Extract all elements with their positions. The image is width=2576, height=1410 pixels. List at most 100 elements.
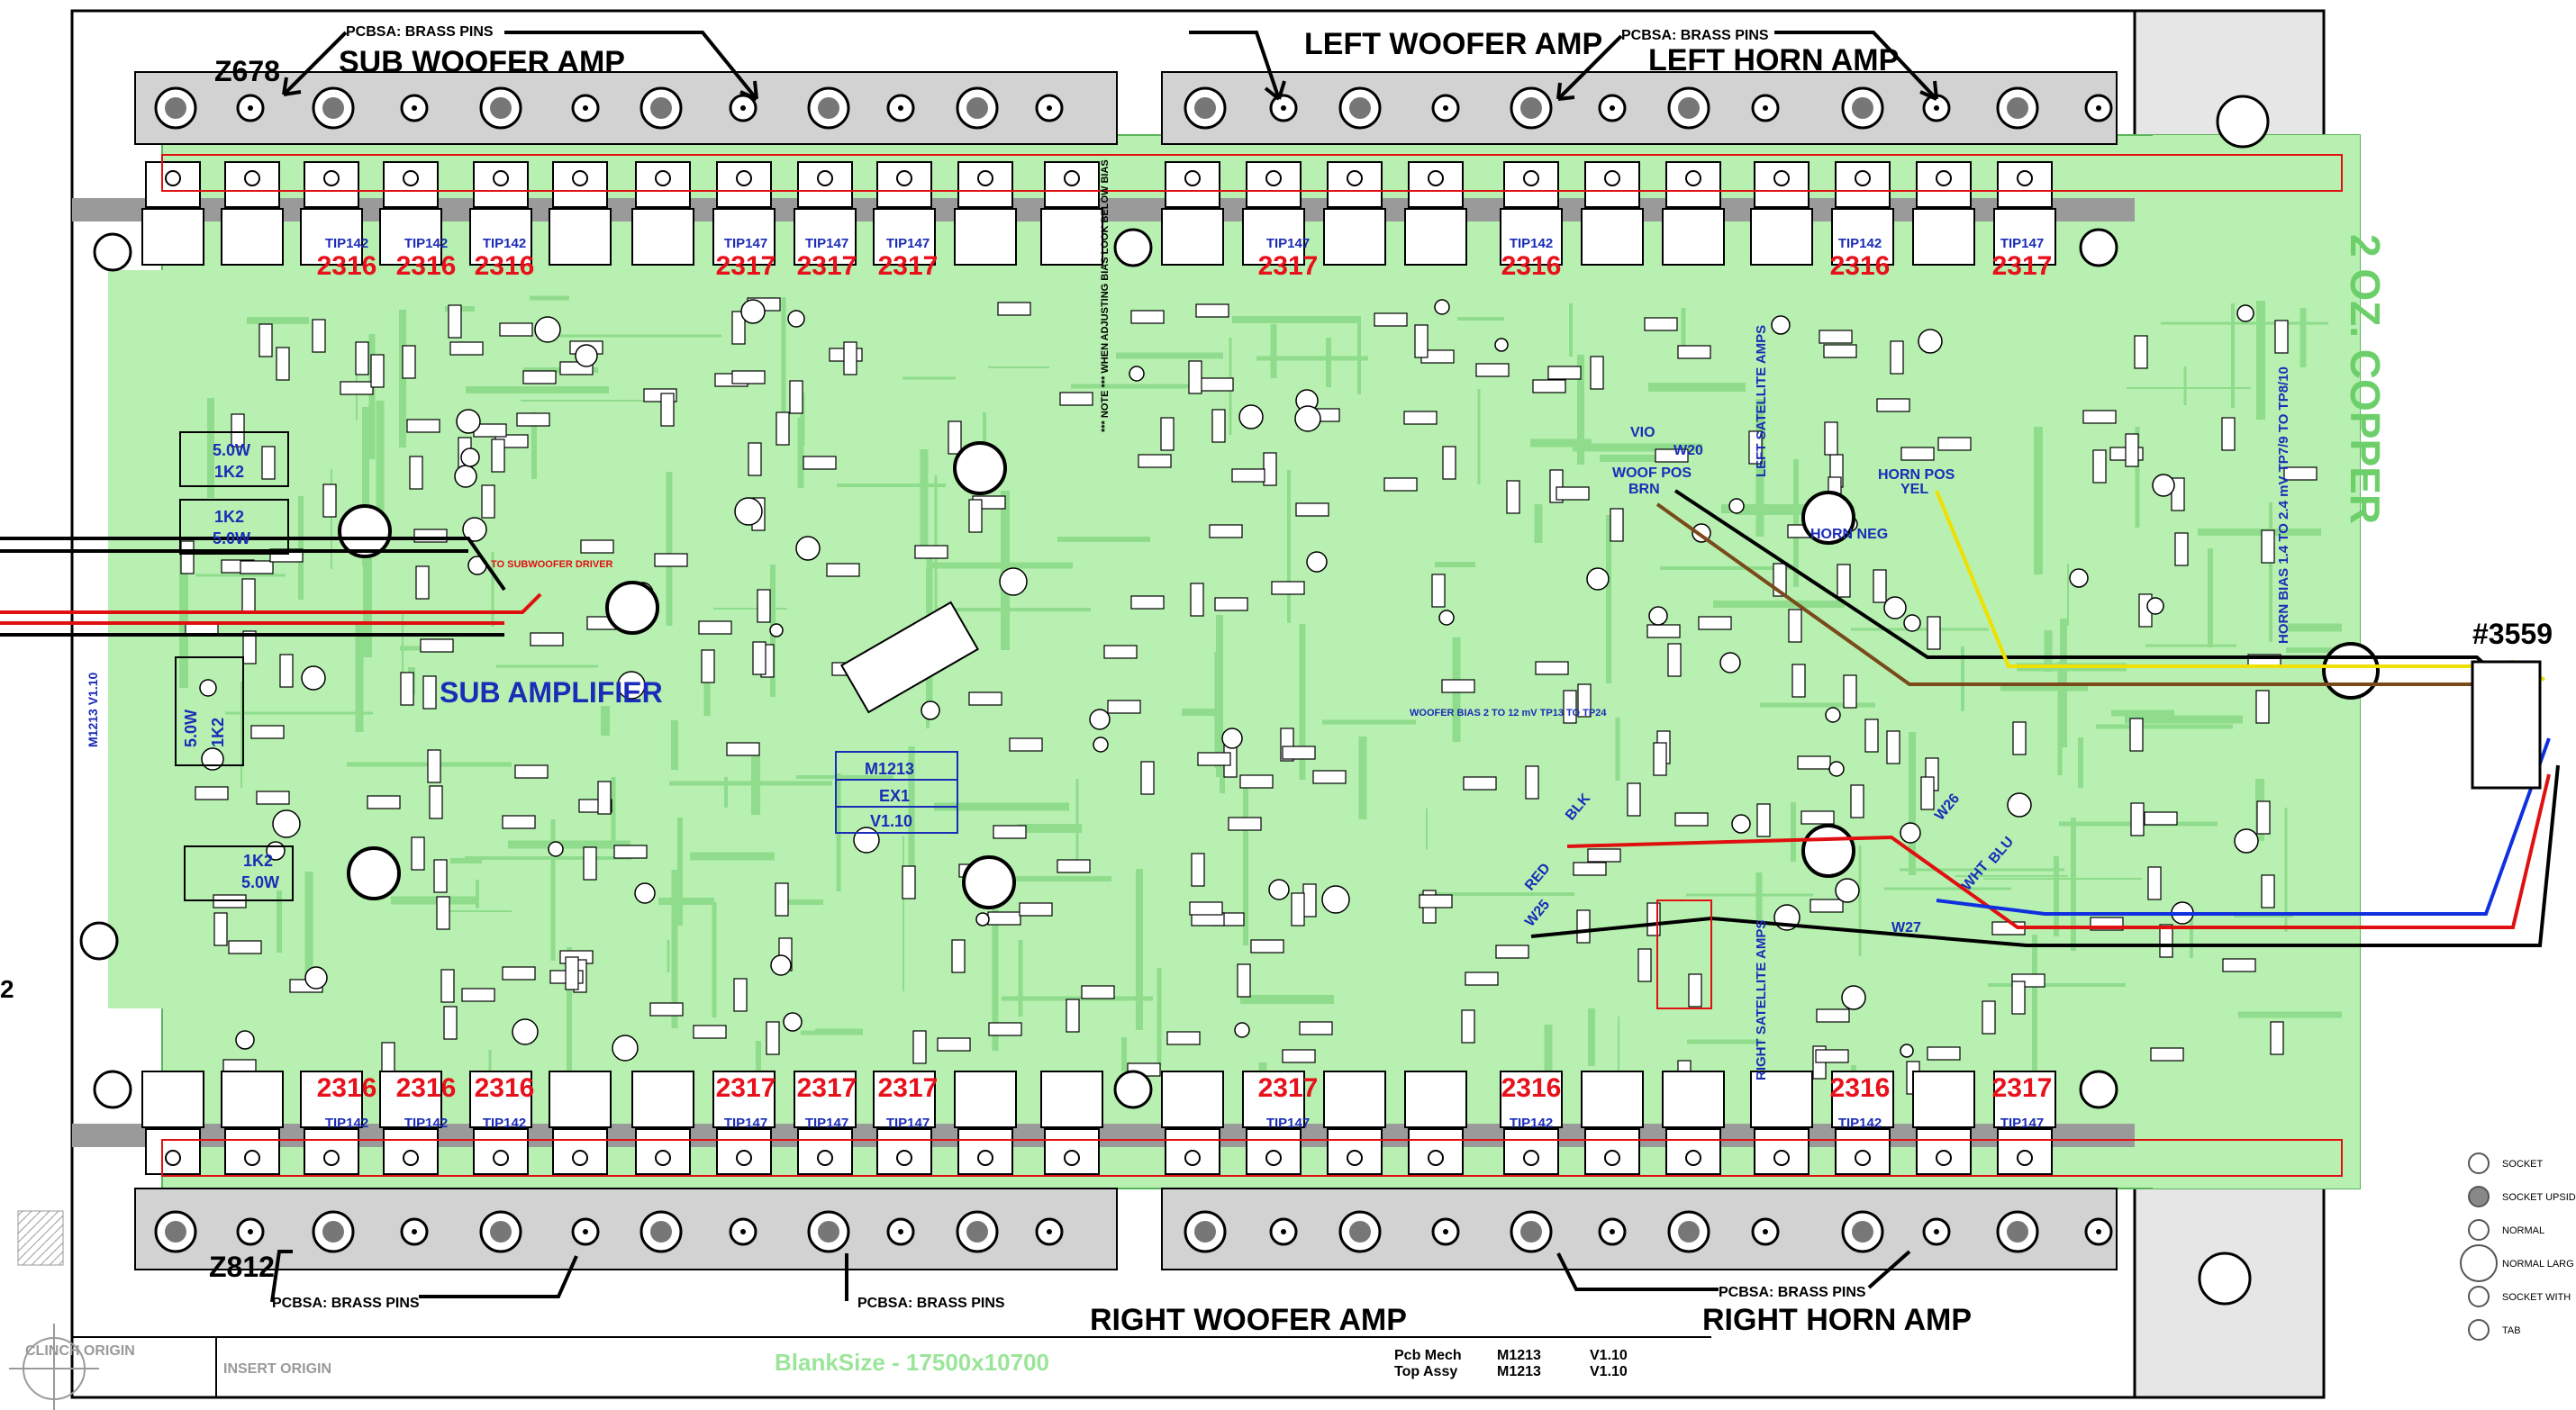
to220-transistor-bottom [631, 1071, 694, 1175]
legend-item: SOCKET [2468, 1152, 2544, 1174]
resistor-1-value: 1K2 [214, 463, 244, 481]
tip-label-bottom: TIP142 [1838, 1116, 1882, 1131]
screw-bottom [1751, 1217, 1780, 1246]
screw-bottom [312, 1210, 355, 1253]
part-number-bottom: 2317 [716, 1073, 776, 1103]
to220-transistor-top [1040, 161, 1103, 266]
to220-transistor-bottom [712, 1071, 776, 1175]
pcb-version: V1.10 [1590, 1348, 1628, 1363]
sub-woofer-amp-title: SUB WOOFER AMP [339, 45, 625, 79]
tip-label-top: TIP147 [724, 236, 767, 251]
woof-pos-label: WOOF POS [1612, 465, 1692, 481]
part-number-bottom: 2316 [1830, 1073, 1891, 1103]
tip-label-bottom: TIP147 [805, 1116, 848, 1131]
screw-bottom [956, 1210, 999, 1253]
to220-transistor-top [1242, 161, 1305, 266]
screw-top [956, 86, 999, 130]
screw-top [1269, 94, 1298, 122]
part-number-top: 2317 [797, 251, 857, 281]
wires [0, 489, 2560, 947]
screw-top [639, 86, 683, 130]
bias-note: *** NOTE *** WHEN ADJUSTING BIAS LOOK BE… [1100, 159, 1111, 432]
tip-label-top: TIP147 [886, 236, 930, 251]
red-outlines [161, 154, 2343, 1177]
tip-label-bottom: TIP142 [325, 1116, 368, 1131]
screw-bottom [1431, 1217, 1460, 1246]
pcbsa-arrows [270, 31, 1938, 1303]
screw-top [1184, 86, 1227, 130]
to220-transistor-bottom [1242, 1071, 1305, 1175]
part-number-bottom: 2316 [396, 1073, 457, 1103]
to220-transistor-top [1662, 161, 1725, 266]
to220-transistor-top [1750, 161, 1813, 266]
screw-bottom [1667, 1210, 1710, 1253]
to220-transistor-top [1581, 161, 1644, 266]
title-block: Pcb Mech Top Assy M1213 M1213 V1.10 V1.1… [9, 1210, 1711, 1410]
part-number-top: 2316 [1830, 251, 1891, 281]
legend-item: SOCKET UPSID [2468, 1186, 2576, 1207]
screw-top [1338, 86, 1382, 130]
resistor-4-watt: 5.0W [241, 873, 279, 891]
to220-transistor-top [954, 161, 1017, 266]
to220-transistor-bottom [873, 1071, 936, 1175]
to220-transistor-top [631, 161, 694, 266]
sub-amplifier-label: SUB AMPLIFIER [440, 676, 663, 709]
connector-ref: #3559 [2472, 618, 2553, 650]
to220-transistor-bottom [1500, 1071, 1563, 1175]
to220-transistor-bottom [469, 1071, 532, 1175]
part-number-top: 2316 [396, 251, 457, 281]
woofer-bias-label: WOOFER BIAS 2 TO 12 mV TP13 TO TP24 [1410, 708, 1607, 719]
tip-label-top: TIP142 [404, 236, 448, 251]
tip-label-top: TIP142 [1510, 236, 1553, 251]
section-labels: SUB AMPLIFIER LEFT SATELLITE AMPS RIGHT … [86, 159, 2291, 1080]
to220-transistor-top [549, 161, 612, 266]
to220-transistor-bottom [1581, 1071, 1644, 1175]
power-resistors: 5.0W 1K2 1K2 5.0W 5.0W 1K2 1K2 5.0W [175, 431, 294, 901]
to220-transistor-bottom [379, 1071, 442, 1175]
legend-item: TAB [2468, 1319, 2521, 1341]
to220-transistor-top [1323, 161, 1386, 266]
to220-transistor-bottom [1161, 1071, 1224, 1175]
edge-ref: 2 [0, 975, 14, 1003]
blank-size-label: BlankSize - 17500x10700 [775, 1349, 1049, 1376]
screw-bottom [639, 1210, 683, 1253]
resistor-3-watt: 5.0W [182, 710, 200, 747]
yel-label: YEL [1900, 482, 1928, 497]
heatsink-screws-bottom [154, 1210, 2113, 1253]
part-number-bottom: 2317 [1992, 1073, 2053, 1103]
screw-bottom [886, 1217, 915, 1246]
to220-transistor-top [1500, 161, 1563, 266]
tip-label-bottom: TIP147 [724, 1116, 767, 1131]
to220-transistor-top [469, 161, 532, 266]
m1213-label-box: M1213 EX1 V1.10 [835, 751, 958, 834]
to220-transistor-top [794, 161, 857, 266]
to-subwoofer-driver: TO SUBWOOFER DRIVER [491, 559, 613, 570]
to220-transistor-bottom [1993, 1071, 2056, 1175]
to220-transistor-top [712, 161, 776, 266]
assy-version: V1.10 [1590, 1364, 1628, 1379]
to220-transistor-bottom [1662, 1071, 1725, 1175]
ex1-text: EX1 [879, 787, 910, 805]
pcb-board [161, 134, 2361, 1189]
part-number-top: 2316 [1501, 251, 1562, 281]
screw-bottom [571, 1217, 600, 1246]
horn-neg-label: HORN NEG [1810, 527, 1888, 542]
screw-top [400, 94, 429, 122]
screw-bottom [1269, 1217, 1298, 1246]
screw-bottom [1035, 1217, 1064, 1246]
screw-top [1667, 86, 1710, 130]
version-text: V1.10 [870, 812, 912, 830]
part-number-bottom: 2317 [878, 1073, 939, 1103]
side-id-label: M1213 V1.10 [86, 673, 100, 747]
to220-transistor-top [1993, 161, 2056, 266]
screw-bottom [1510, 1210, 1553, 1253]
horn-bias-label: HORN BIAS 1.4 TO 2.4 mV TP7/9 TO TP8/10 [2276, 366, 2291, 644]
power-transistors-top [141, 161, 2056, 266]
heatsink-bottom-left [134, 1188, 1118, 1270]
transistor-part-numbers-bottom: 2316TIP1422316TIP1422316TIP1422317TIP147… [317, 1073, 2053, 1131]
w20-label: W20 [1673, 443, 1703, 458]
part-number-top: 2317 [716, 251, 776, 281]
legend-label: SOCKET [2502, 1159, 2544, 1170]
screw-top [1996, 86, 2039, 130]
